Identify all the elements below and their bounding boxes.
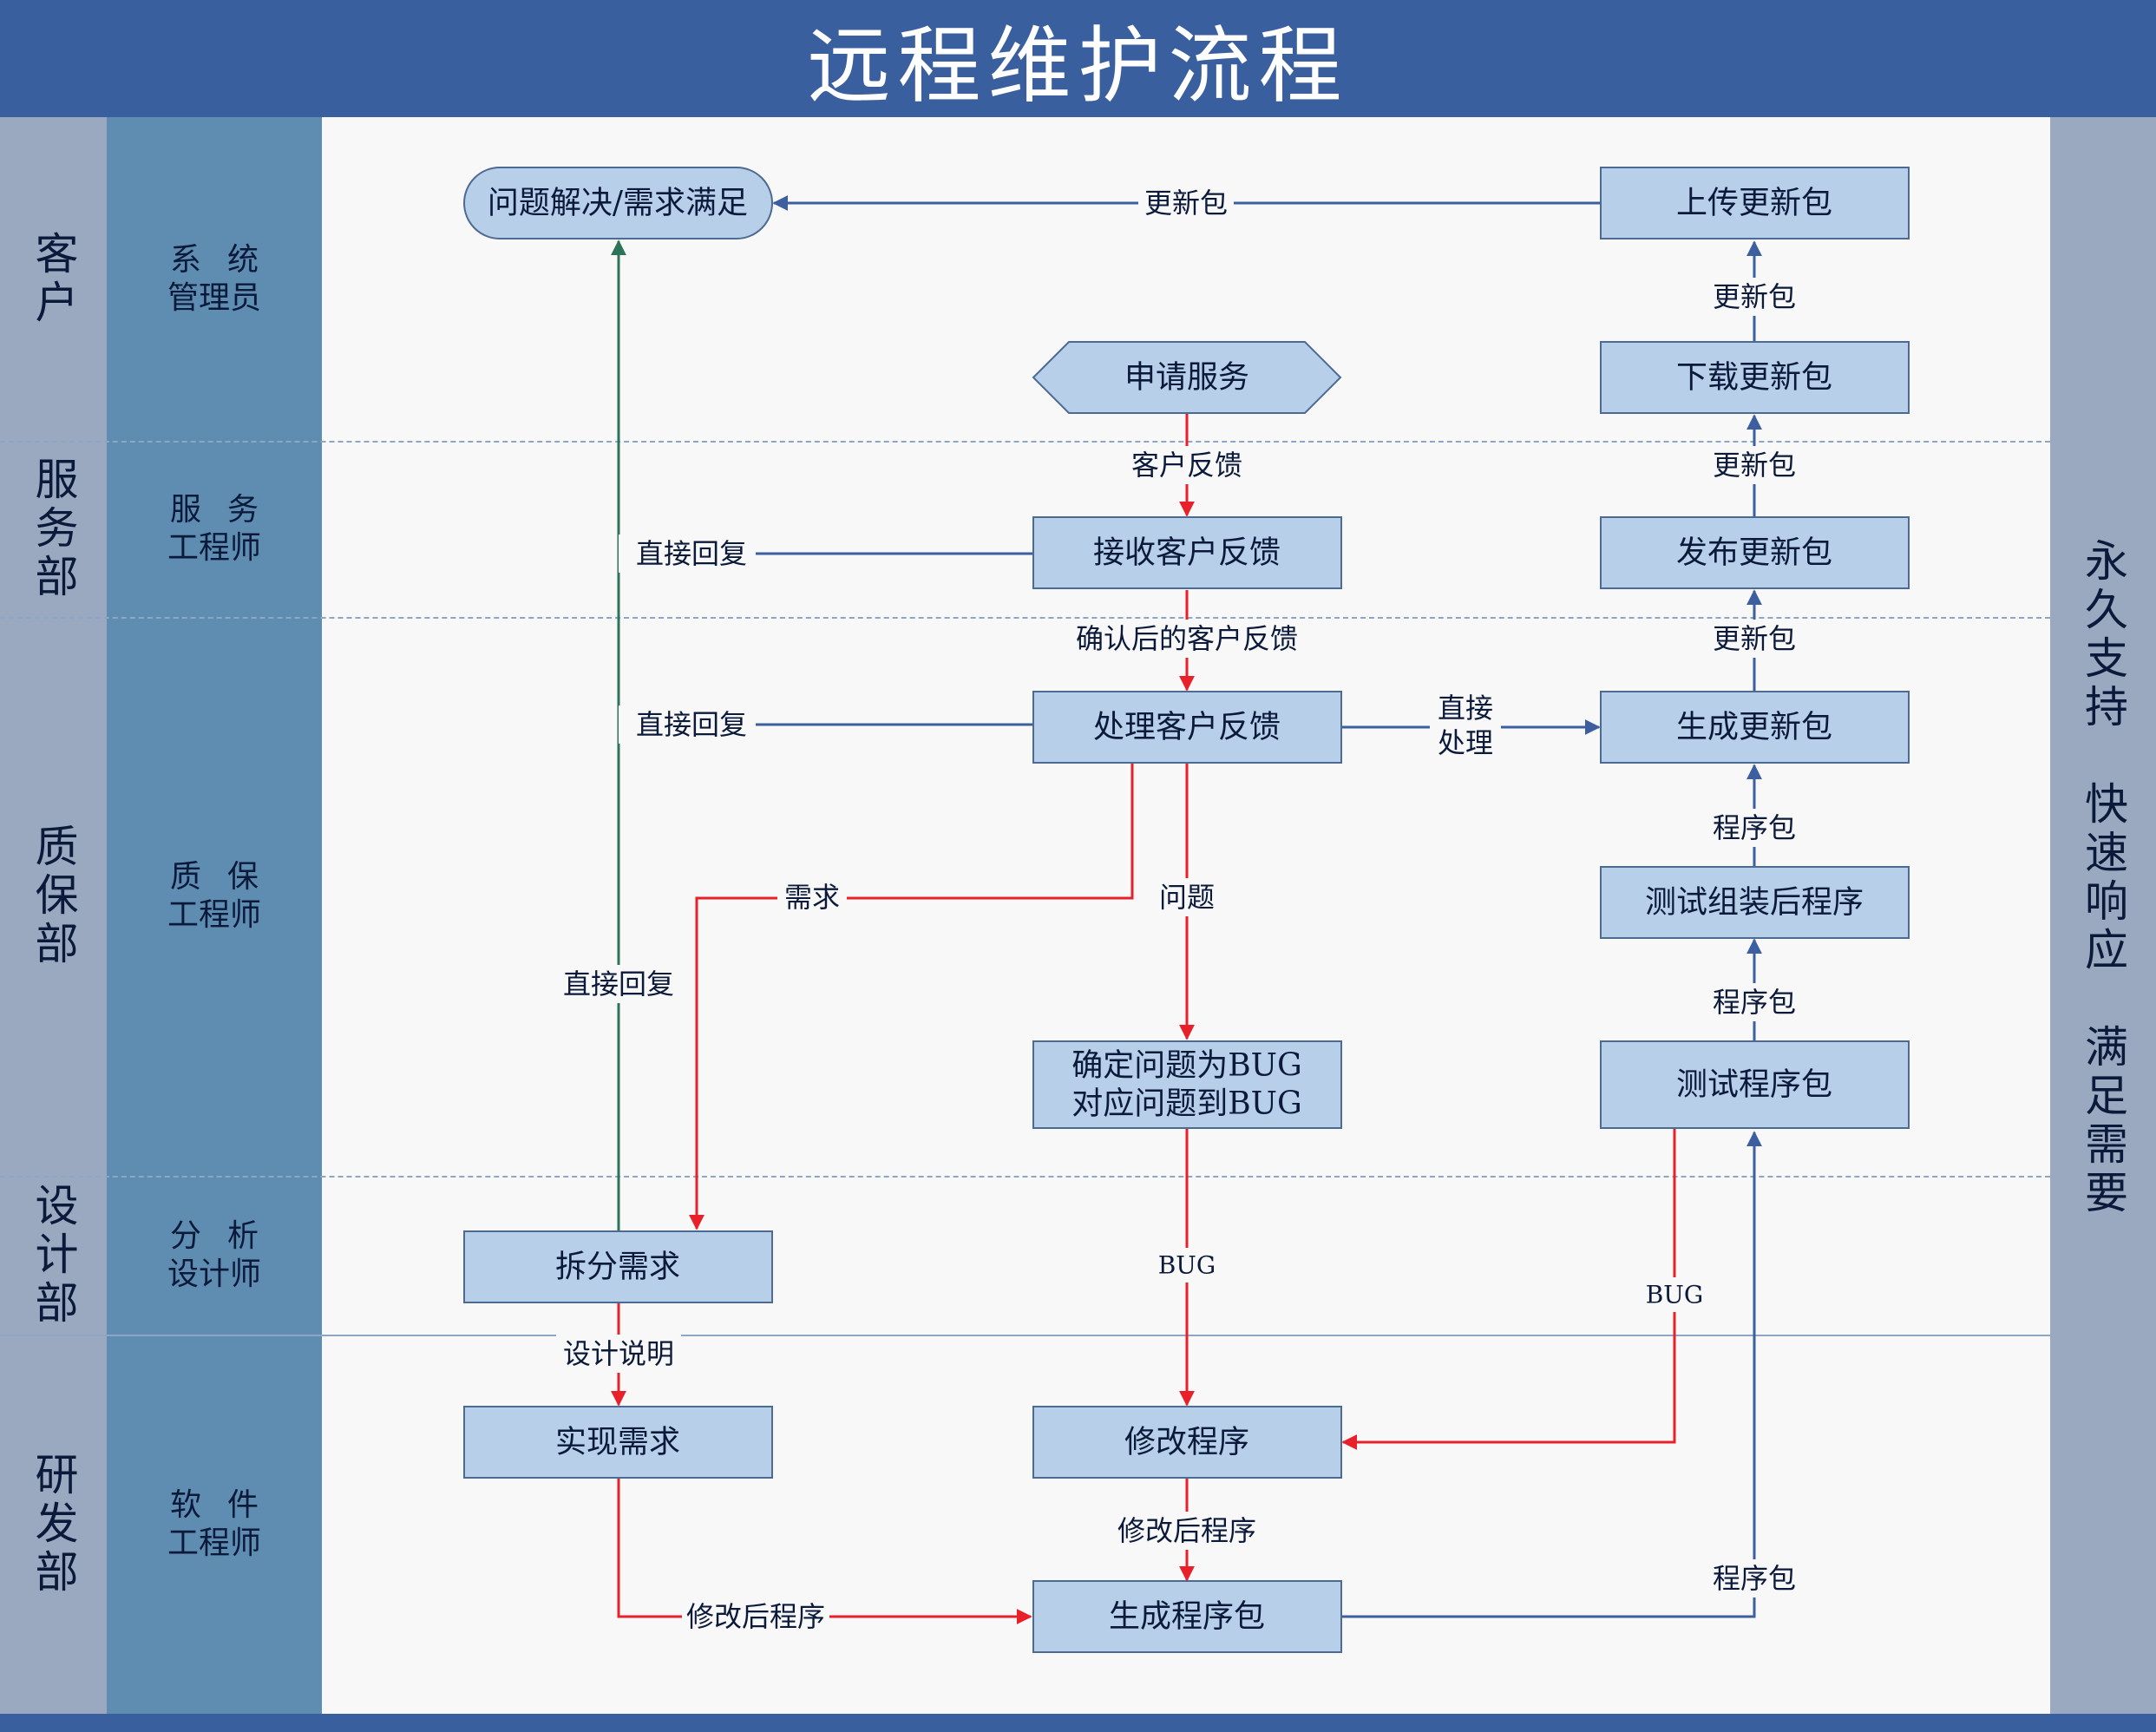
label-direct-1: 直接	[1438, 692, 1493, 725]
dept-design: 设计部	[28, 1182, 79, 1329]
label-problem: 问题	[1159, 881, 1215, 914]
role-qa-engineer: 质保工程师	[167, 859, 285, 933]
label-update-pkg: 更新包	[1713, 622, 1796, 655]
label-direct-2: 处理	[1438, 726, 1493, 759]
node-process-label: 处理客户反馈	[1093, 710, 1281, 745]
node-test-package-label: 测试程序包	[1676, 1067, 1832, 1103]
node-confirm-bug-label-1: 确定问题为BUG	[1071, 1048, 1302, 1084]
label-update-pkg: 更新包	[1713, 449, 1796, 482]
node-download-label: 下载更新包	[1676, 360, 1832, 396]
node-generate-update-label: 生成更新包	[1676, 710, 1832, 745]
node-modify	[1032, 1406, 1342, 1479]
department-column	[0, 117, 107, 1714]
label-program-pkg: 程序包	[1713, 811, 1796, 844]
arrow-process-to-split	[689, 764, 1134, 1230]
dept-rd: 研发部	[28, 1451, 79, 1598]
node-publish-label: 发布更新包	[1676, 535, 1832, 571]
node-gen-package	[1032, 1580, 1342, 1653]
label-confirmed-feedback: 确认后的客户反馈	[1076, 622, 1298, 655]
label-direct-reply: 直接回复	[636, 708, 747, 741]
slogan-column	[2050, 117, 2156, 1714]
node-receive	[1032, 516, 1342, 589]
node-split	[463, 1230, 773, 1303]
label-direct-reply: 直接回复	[563, 968, 674, 1000]
node-apply	[1032, 341, 1342, 414]
lane-divider	[0, 441, 2050, 443]
arrow-test-package-to-modify	[1341, 1129, 1676, 1450]
label-direct-reply: 直接回复	[636, 537, 747, 570]
label-update-pkg: 更新包	[1713, 280, 1796, 313]
node-implement	[463, 1406, 773, 1479]
node-test-assembled-label: 测试组装后程序	[1645, 885, 1864, 921]
node-resolved	[463, 167, 773, 239]
label-customer-feedback: 客户反馈	[1131, 449, 1242, 482]
node-resolved-label: 问题解决/需求满足	[488, 186, 748, 221]
arrow-gen-package-to-test-package	[1340, 1131, 1762, 1618]
dept-service: 服务部	[28, 456, 79, 602]
label-program-pkg: 程序包	[1713, 986, 1796, 1019]
label-requirement: 需求	[784, 881, 840, 914]
footer-bar	[0, 1714, 2156, 1732]
label-update-pkg: 更新包	[1144, 187, 1228, 220]
label-modified-program: 修改后程序	[686, 1600, 825, 1633]
node-confirm-bug-label-2: 对应问题到BUG	[1071, 1086, 1302, 1122]
node-test-assembled	[1600, 866, 1910, 939]
dept-qa: 质保部	[28, 823, 79, 969]
role-software-engineer: 软件工程师	[167, 1486, 285, 1561]
lane-divider	[0, 1176, 2050, 1178]
node-modify-label: 修改程序	[1124, 1425, 1249, 1460]
node-download	[1600, 341, 1910, 414]
node-receive-label: 接收客户反馈	[1093, 535, 1281, 571]
role-service-engineer: 服务工程师	[167, 491, 285, 566]
node-upload	[1600, 167, 1910, 239]
slogan-text: 永久支持 快速响应 满足需要	[2078, 538, 2128, 1218]
node-test-package	[1600, 1040, 1910, 1129]
role-analyst-designer: 分析设计师	[167, 1217, 285, 1292]
arrow-implement-to-gen-package	[617, 1479, 1032, 1624]
label-program-pkg: 程序包	[1713, 1562, 1796, 1595]
node-process	[1032, 691, 1342, 764]
label-bug: BUG	[1158, 1251, 1216, 1280]
label-bug: BUG	[1646, 1281, 1704, 1309]
node-apply-label: 申请服务	[1124, 360, 1249, 396]
role-sysadmin: 系统管理员	[167, 241, 285, 316]
node-split-label: 拆分需求	[555, 1250, 680, 1285]
node-upload-label: 上传更新包	[1676, 186, 1832, 221]
page-title: 远程维护流程	[0, 0, 2156, 117]
node-publish	[1600, 516, 1910, 589]
role-column	[107, 117, 322, 1714]
label-design-doc: 设计说明	[563, 1337, 674, 1370]
node-generate-update	[1600, 691, 1910, 764]
node-confirm-bug	[1032, 1040, 1342, 1129]
label-modified-program: 修改后程序	[1117, 1514, 1256, 1547]
node-implement-label: 实现需求	[555, 1425, 680, 1460]
lane-divider	[0, 1335, 2050, 1336]
node-gen-package-label: 生成程序包	[1109, 1599, 1265, 1635]
lane-divider	[0, 617, 2050, 619]
dept-customer: 客户	[28, 230, 79, 328]
